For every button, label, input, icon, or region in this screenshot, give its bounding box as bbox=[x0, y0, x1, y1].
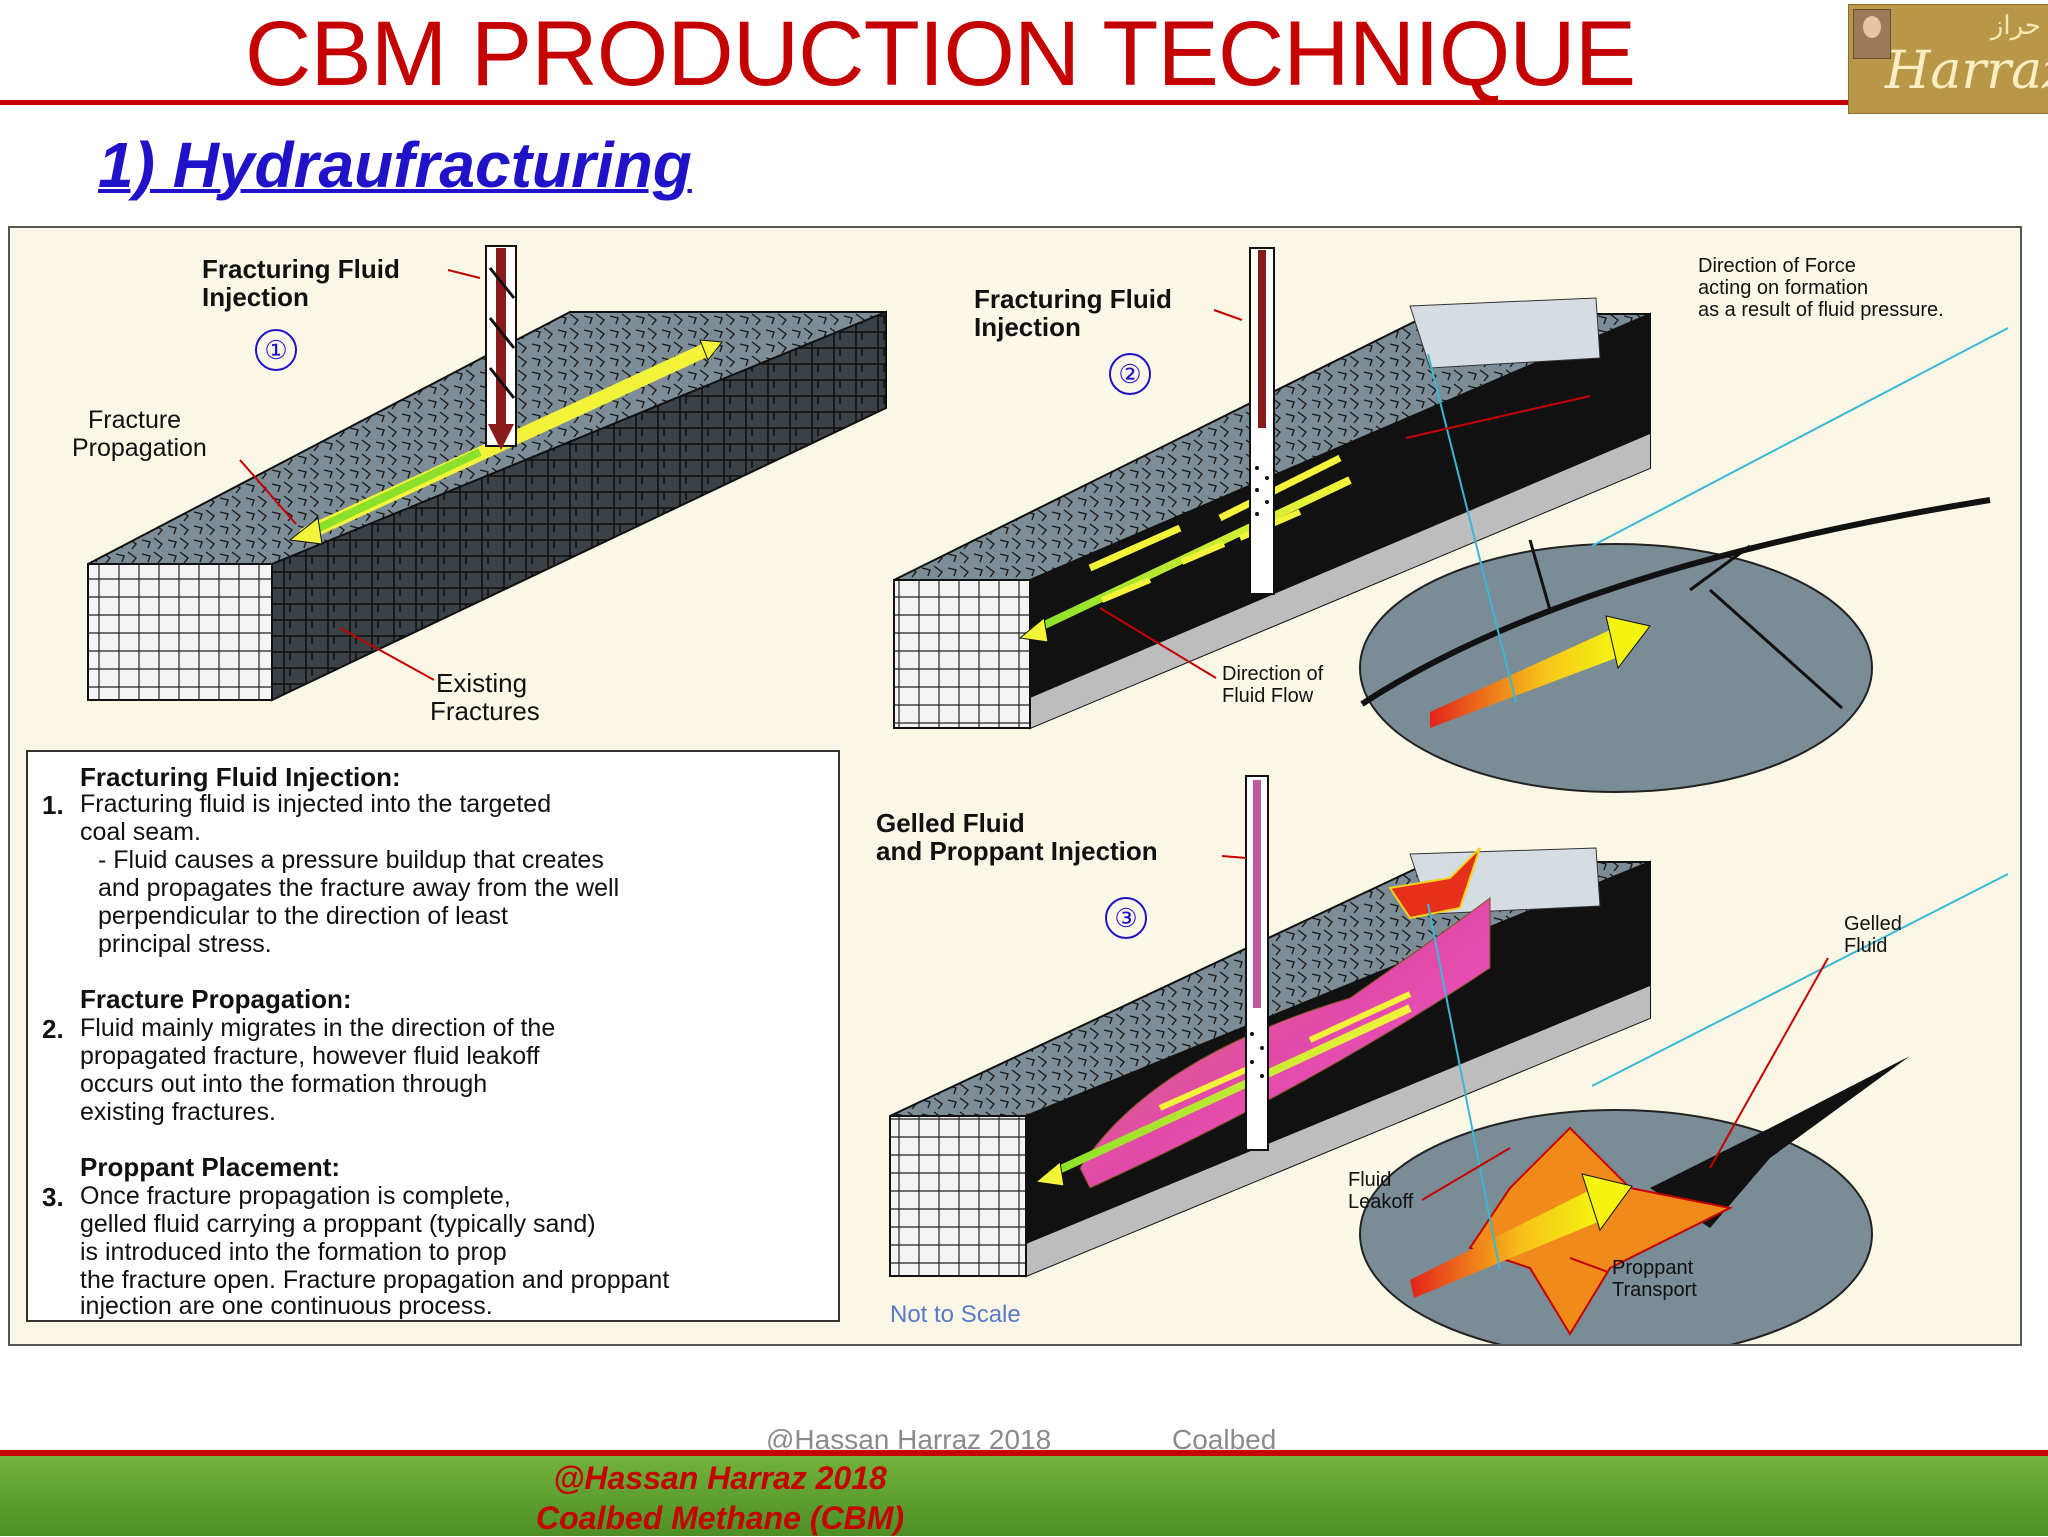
legend-section2-line: existing fractures. bbox=[80, 1098, 276, 1126]
panel3-number: ③ bbox=[1114, 903, 1137, 933]
panel1-injection-line2: Injection bbox=[202, 282, 309, 312]
panel3-injection-line1: Gelled Fluid bbox=[876, 808, 1025, 838]
logo-arabic-text: حراز bbox=[1990, 11, 2041, 41]
legend-section1-number: 1. bbox=[42, 790, 64, 820]
panel2-injection-line1: Fracturing Fluid bbox=[974, 284, 1172, 314]
panel1-injection-line1: Fracturing Fluid bbox=[202, 254, 400, 284]
panel1-number: ① bbox=[264, 335, 287, 365]
harraz-logo: حراز Harraz bbox=[1848, 4, 2048, 114]
panel3-proppant-line2: Transport bbox=[1612, 1279, 1697, 1301]
panel3-injection-line2: and Proppant Injection bbox=[876, 836, 1158, 866]
panel3-labels: Gelled Fluid and Proppant Injection ③ Ge… bbox=[876, 808, 1902, 1328]
panel2-flow-line1: Direction of bbox=[1222, 663, 1324, 685]
panel1-existing-line2: Fractures bbox=[430, 696, 540, 726]
not-to-scale-note: Not to Scale bbox=[890, 1301, 1021, 1328]
footer-topic: Coalbed Methane (CBM) bbox=[536, 1500, 904, 1536]
title-underline-rule bbox=[0, 100, 1850, 105]
panel1-fracture-line1: Fracture bbox=[88, 406, 181, 434]
legend-section3-line: the fracture open. Fracture propagation … bbox=[80, 1266, 670, 1294]
slide-subtitle: 1) Hydraufracturing bbox=[98, 129, 692, 201]
legend-section1-subline: perpendicular to the direction of least bbox=[98, 902, 508, 930]
panel2-injection-line2: Injection bbox=[974, 312, 1081, 342]
panel3-block bbox=[889, 775, 2009, 1344]
legend-section3-number: 3. bbox=[42, 1182, 64, 1212]
legend-section2-number: 2. bbox=[42, 1014, 64, 1044]
legend-section2-line: propagated fracture, however fluid leako… bbox=[80, 1042, 540, 1070]
author-photo bbox=[1853, 9, 1891, 59]
legend-section1-subline: and propagates the fracture away from th… bbox=[98, 874, 620, 902]
legend-section1-line: Fracturing fluid is injected into the ta… bbox=[80, 790, 552, 818]
footer-ghost-topic: Coalbed bbox=[1172, 1424, 1277, 1455]
legend-section2-line: occurs out into the formation through bbox=[80, 1070, 488, 1098]
hydrofracturing-diagram: Fracturing Fluid Injection ① Fracture Pr… bbox=[8, 226, 2022, 1346]
panel3-leakoff-line1: Fluid bbox=[1348, 1169, 1391, 1191]
legend-section1-line: coal seam. bbox=[80, 818, 201, 846]
panel2-force-line2: acting on formation bbox=[1698, 277, 1868, 299]
svg-text:Fracturing Fluid: Fracturing Fluid bbox=[202, 254, 400, 284]
diagram-drawing: Fracturing Fluid Injection ① Fracture Pr… bbox=[72, 245, 2009, 1344]
logo-brand-text: Harraz bbox=[1885, 41, 2048, 101]
footer-author: @Hassan Harraz 2018 bbox=[553, 1460, 887, 1496]
panel2-number: ② bbox=[1118, 359, 1141, 389]
panel3-gelled-line1: Gelled bbox=[1844, 913, 1902, 935]
panel1-labels: Fracturing Fluid Injection ① Fracture Pr… bbox=[72, 254, 540, 726]
legend-textbox: Fracturing Fluid Injection: 1. Fracturin… bbox=[26, 750, 840, 1322]
legend-section2-line: Fluid mainly migrates in the direction o… bbox=[80, 1014, 556, 1042]
legend-section3-line: gelled fluid carrying a proppant (typica… bbox=[80, 1210, 596, 1238]
panel3-gelled-line2: Fluid bbox=[1844, 935, 1887, 957]
panel3-leakoff-line2: Leakoff bbox=[1348, 1191, 1414, 1213]
panel1-existing-line1: Existing bbox=[436, 668, 527, 698]
panel2-force-line1: Direction of Force bbox=[1698, 255, 1856, 277]
panel2-force-line3: as a result of fluid pressure. bbox=[1698, 299, 1944, 321]
footer-red-rule bbox=[0, 1450, 2048, 1456]
legend-section3-line: is introduced into the formation to prop bbox=[80, 1238, 507, 1266]
svg-text:Injection: Injection bbox=[202, 282, 309, 312]
slide-title: CBM PRODUCTION TECHNIQUE bbox=[244, 3, 1636, 105]
panel2-block bbox=[893, 247, 2009, 793]
panel2-labels: Fracturing Fluid Injection ② Direction o… bbox=[974, 255, 1944, 707]
panel1-block bbox=[87, 245, 887, 702]
legend-section1-subline: principal stress. bbox=[98, 930, 272, 958]
footer-ghost-author: @Hassan Harraz 2018 bbox=[766, 1424, 1052, 1455]
footer-green-band bbox=[0, 1456, 2048, 1536]
legend-section3-line: injection are one continuous process. bbox=[80, 1292, 493, 1320]
legend-section1-subline: - Fluid causes a pressure buildup that c… bbox=[98, 846, 604, 874]
legend-section1-title: Fracturing Fluid Injection: bbox=[80, 762, 401, 792]
panel1-fracture-line2: Propagation bbox=[72, 434, 207, 462]
panel2-flow-line2: Fluid Flow bbox=[1222, 685, 1314, 707]
legend-section2-title: Fracture Propagation: bbox=[80, 984, 352, 1014]
legend-section3-line: Once fracture propagation is complete, bbox=[80, 1182, 511, 1210]
panel3-proppant-line1: Proppant bbox=[1612, 1257, 1694, 1279]
legend-section3-title: Proppant Placement: bbox=[80, 1152, 341, 1182]
